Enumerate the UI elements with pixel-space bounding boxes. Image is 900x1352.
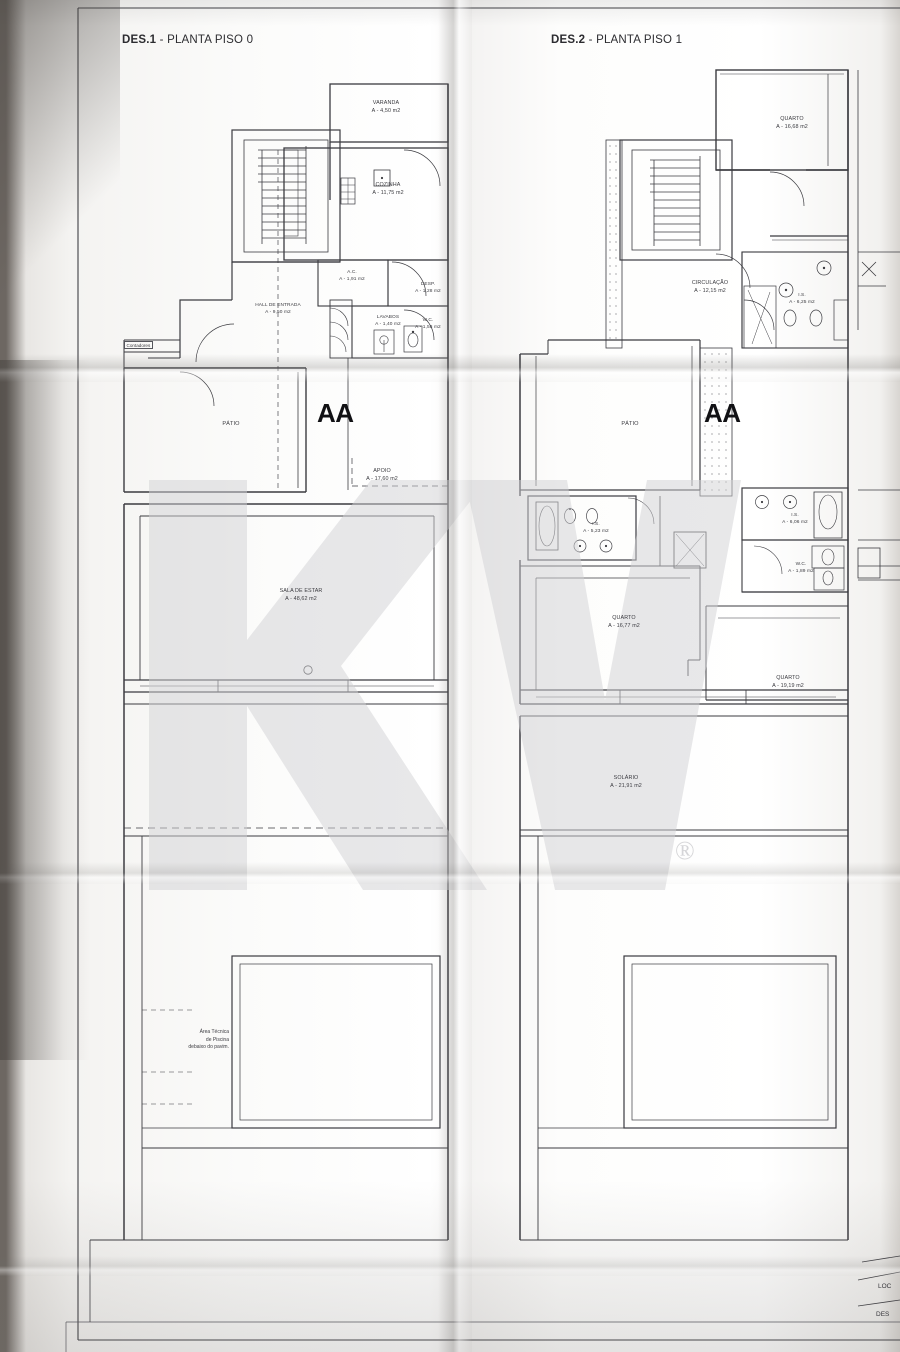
room-label-wc-piso1: W.C. A - 1,89 m2 xyxy=(788,562,814,574)
room-label-cozinha: COZINHA A - 11,75 m2 xyxy=(372,182,404,196)
edge-label-des: DES xyxy=(876,1311,890,1318)
room-label-sala-de-estar: SALA DE ESTAR A - 48,62 m2 xyxy=(279,588,323,602)
annotation-pool-technical-area: Área Técnica de Piscina debaixo do pavim… xyxy=(188,1029,229,1050)
room-label-is-6-06: I.S. A - 6,06 m2 xyxy=(782,513,808,525)
room-label-patio-piso1: PÁTIO xyxy=(621,421,639,427)
room-label-ac: A.C. A - 1,91 m2 xyxy=(339,270,365,282)
annotation-contadores: Contadores xyxy=(124,341,153,349)
plan-title-text-2: PLANTA PISO 1 xyxy=(596,34,683,46)
room-label-quarto-3: QUARTO A - 19,19 m2 xyxy=(772,675,804,689)
room-label-varanda: VARANDA A - 4,50 m2 xyxy=(371,100,401,114)
plan-title-separator-2: - xyxy=(585,34,597,46)
room-label-desp: DESP. A - 1,28 m2 xyxy=(415,282,441,294)
room-label-wc-piso0: W.C. A - 1,58 m2 xyxy=(415,318,441,330)
room-label-solario: SOLÁRIO A - 21,91 m2 xyxy=(610,775,642,789)
room-label-is-5-23: I.S. A - 5,23 m2 xyxy=(583,522,609,534)
room-label-apoio: APOIO A - 17,60 m2 xyxy=(366,468,398,482)
plan-title-text-1: PLANTA PISO 0 xyxy=(167,34,254,46)
section-marker-aa-piso0: AA xyxy=(317,398,354,428)
room-label-hall-de-entrada: HALL DE ENTRADA A - 9,50 m2 xyxy=(255,303,301,315)
plan-title-separator-1: - xyxy=(156,34,168,46)
room-label-quarto-2: QUARTO A - 16,77 m2 xyxy=(608,615,640,629)
room-label-quarto-1: QUARTO A - 16,68 m2 xyxy=(776,116,808,130)
room-label-patio-piso0: PÁTIO xyxy=(222,421,240,427)
plan-code-des2: DES.2 xyxy=(551,34,586,46)
room-label-circulacao: CIRCULAÇÃO A - 12,15 m2 xyxy=(691,280,729,294)
plan-title-piso-1: DES.2 - PLANTA PISO 1 xyxy=(551,34,682,46)
section-marker-aa-piso1: AA xyxy=(704,398,741,428)
plan-code-des1: DES.1 xyxy=(122,34,157,46)
room-label-lavabos: LAVABOS A - 1,40 m2 xyxy=(375,315,401,327)
edge-label-loc: LOC xyxy=(878,1283,892,1290)
room-label-is-6-25: I.S. A - 6,25 m2 xyxy=(789,293,815,305)
plan-title-piso-0: DES.1 - PLANTA PISO 0 xyxy=(122,34,253,46)
